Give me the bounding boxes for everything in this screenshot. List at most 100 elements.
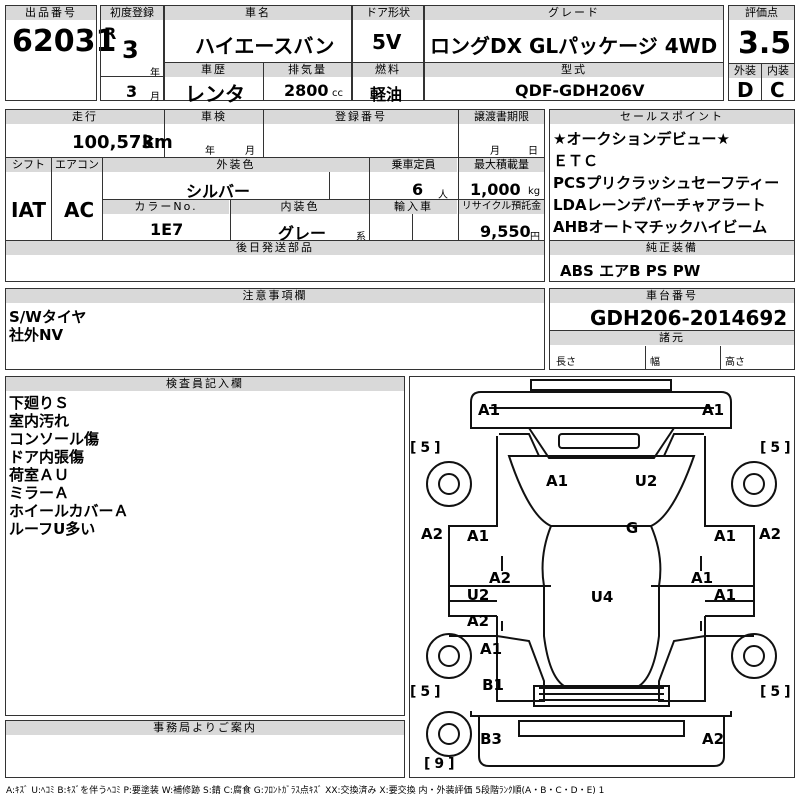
inspector-label: 検査員記入欄 (6, 377, 404, 391)
lot-label: 出品番号 (6, 6, 96, 20)
mark-hood-left: A1 (545, 472, 569, 490)
mileage-label: 走行 (6, 110, 164, 124)
recycle-unit: 円 (530, 232, 540, 243)
divider (5, 240, 545, 241)
mark-glass: G (625, 519, 639, 537)
score-label: 評価点 (729, 6, 794, 20)
divider (102, 199, 545, 200)
history: レンタ (185, 82, 245, 106)
divider (164, 109, 165, 157)
mark-rear-l-b: B1 (482, 676, 504, 694)
chassis-number: GDH206-2014692 (590, 306, 788, 330)
sales-label: セールスポイント (550, 110, 794, 124)
divider (51, 157, 52, 240)
max-load-label: 最大積載量 (459, 158, 544, 172)
equipment: ABS エアB PS PW (560, 262, 701, 280)
color-no-label: カラーNo. (103, 200, 229, 214)
tire-rl: 5 (420, 684, 431, 700)
mark-rear-l-a: A1 (479, 640, 503, 658)
first-reg-label: 初度登録 (101, 6, 163, 20)
lot-box (5, 5, 97, 101)
color-no: 1E7 (150, 220, 184, 239)
tire-fr: 5 (770, 440, 781, 456)
mark-front-left: A1 (477, 401, 501, 419)
sales-point-item: ★オークションデビュー★ (553, 130, 730, 148)
mileage-unit: km (142, 132, 173, 153)
mark-rear-bottom-r: A2 (701, 730, 725, 748)
mark-door-rl-a: A2 (466, 612, 490, 630)
caution-list: S/Wタイヤ社外NV (9, 308, 86, 344)
spec-width: 幅 (650, 357, 660, 368)
capacity-label: 乗車定員 (370, 158, 457, 172)
tire-rl-bracket: [5] (410, 684, 441, 700)
int-color: グレー (278, 224, 327, 243)
divider (369, 157, 370, 240)
recycle-label: リサイクル預託金 (459, 200, 544, 214)
grade-label: グレード (425, 6, 723, 20)
mileage: 100,573 (72, 132, 154, 153)
mark-door-rl-u: U2 (466, 586, 490, 604)
tire-rr: 5 (770, 684, 781, 700)
inspector-line: 室内汚れ (9, 412, 70, 430)
lot-number: 62031 (12, 24, 117, 59)
reg-month: 3 (126, 82, 138, 101)
max-load: 1,000 (470, 180, 521, 199)
divider (549, 240, 795, 241)
divider (100, 76, 164, 77)
sales-point-item: ＥＴＣ (553, 152, 599, 170)
vehicle-diagram (426, 379, 777, 767)
door-type: 5V (372, 30, 402, 54)
office-box (5, 720, 405, 778)
equipment-label: 純正装備 (550, 241, 794, 255)
mark-pillar-l: A2 (488, 569, 512, 587)
era: R (104, 24, 117, 43)
reg-no-label: 登録番号 (264, 110, 458, 124)
divider (761, 63, 762, 101)
inspector-box (5, 376, 405, 716)
model-label: 型式 (425, 63, 723, 77)
door-label: ドア形状 (353, 6, 423, 20)
shift-label: シフト (6, 158, 51, 172)
int-color-label: 内装色 (231, 200, 369, 214)
sales-point-item: PCSプリクラッシュセーフティー (553, 174, 780, 192)
tire-spare-bracket: [9] (424, 756, 455, 772)
divider (645, 346, 646, 370)
history-label: 車歴 (165, 63, 263, 77)
legend: A:ｷｽﾞ U:ﾍｺﾐ B:ｷｽﾞを伴うﾍｺﾐ P:要塗装 W:補修跡 S:錆 … (6, 786, 605, 796)
mark-door-fr: A1 (713, 527, 737, 545)
displacement-unit: cc (332, 88, 343, 99)
displacement-box (263, 62, 352, 101)
import-label: 輸入車 (370, 200, 457, 214)
sales-box (549, 109, 795, 282)
recycle: 9,550 (480, 222, 531, 241)
transfer-label: 譲渡書期限 (459, 110, 544, 124)
first-reg-box (100, 5, 164, 101)
spec-length: 長さ (556, 357, 576, 368)
caution-box (5, 288, 545, 370)
score: 3.5 (738, 26, 792, 61)
ext-color-label: 外装色 (103, 158, 369, 172)
divider (102, 157, 103, 240)
inspector-line: 荷室ＡＵ (9, 466, 70, 484)
capacity-unit: 人 (438, 190, 448, 201)
month-unit: 月 (150, 92, 160, 103)
inspector-line: ホイールカバーＡ (9, 502, 129, 520)
exterior-label: 外装 (729, 64, 761, 78)
divider (549, 330, 795, 331)
divider (720, 346, 721, 370)
divider (329, 172, 330, 199)
divider (412, 214, 413, 240)
mark-front-right: A1 (701, 401, 725, 419)
reg-year: 3 (122, 36, 139, 64)
mid-box (5, 109, 545, 282)
divider (263, 109, 264, 157)
fuel-label: 燃料 (353, 63, 423, 77)
mark-side-right: A2 (758, 525, 782, 543)
shift: IAT (11, 198, 47, 222)
inspection-month: 月 (245, 146, 255, 157)
mark-hood-right: U2 (634, 472, 658, 490)
inspection-label: 車検 (165, 110, 263, 124)
model: QDF-GDH206V (515, 81, 645, 100)
